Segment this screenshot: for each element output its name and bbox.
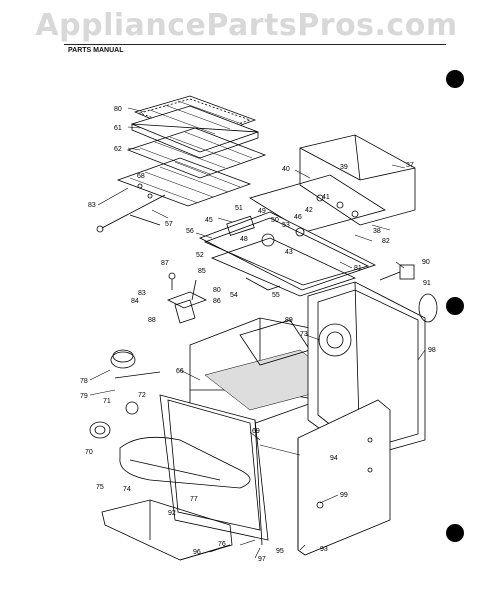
part-label: 70 <box>85 449 93 456</box>
hinge-bracket-parts <box>166 272 208 324</box>
part-label: 66 <box>176 368 184 375</box>
part-label: 83 <box>138 290 146 297</box>
part-label: 87 <box>161 260 169 267</box>
leader-lines <box>89 107 426 559</box>
part-label: 42 <box>305 207 313 214</box>
part-label: 99 <box>340 492 348 499</box>
part-label: 38 <box>373 228 381 235</box>
part-label: 69 <box>252 428 260 435</box>
oven-back-panel <box>307 281 426 459</box>
part-label: 51 <box>235 205 243 212</box>
part-label: 83 <box>88 202 96 209</box>
part-label: 93 <box>320 546 328 553</box>
part-label: 94 <box>330 455 338 462</box>
part-label: 80 <box>213 287 221 294</box>
part-label: 77 <box>190 496 198 503</box>
part-label: 62 <box>114 146 122 153</box>
oven-rack-lower <box>116 157 252 207</box>
part-label: 41 <box>322 194 330 201</box>
part-label: 45 <box>205 217 213 224</box>
part-label: 46 <box>294 214 302 221</box>
part-label: 98 <box>428 347 436 354</box>
part-label: 75 <box>96 484 104 491</box>
part-label: 39 <box>340 164 348 171</box>
header-rule <box>64 44 446 45</box>
part-label: 73 <box>300 331 308 338</box>
part-label: 84 <box>131 298 139 305</box>
part-label: 49 <box>258 208 266 215</box>
part-label: 40 <box>282 166 290 173</box>
part-label: 76 <box>218 541 226 548</box>
part-label: 86 <box>213 298 221 305</box>
broil-drawer-pan <box>101 499 233 561</box>
part-label: 92 <box>168 510 176 517</box>
part-label: 91 <box>423 280 431 287</box>
part-label: 43 <box>285 249 293 256</box>
parts-manual-label: PARTS MANUAL <box>68 47 124 54</box>
part-label: 74 <box>123 486 131 493</box>
part-label: 68 <box>137 173 145 180</box>
part-label: 48 <box>240 236 248 243</box>
oven-front-frame <box>159 394 269 546</box>
bake-element <box>119 436 251 489</box>
part-label: 85 <box>198 268 206 275</box>
part-label: 78 <box>80 378 88 385</box>
part-label: 56 <box>186 228 194 235</box>
watermark-text: AppliancePartsPros.com <box>35 8 458 43</box>
part-label: 96 <box>193 549 201 556</box>
part-label: 55 <box>272 292 280 299</box>
part-label: 57 <box>165 221 173 228</box>
part-label: 80 <box>114 106 122 113</box>
burner-box-frame <box>199 211 377 297</box>
part-label: 89 <box>285 317 293 324</box>
part-label: 97 <box>258 556 266 563</box>
part-label: 81 <box>354 265 362 272</box>
binder-hole-bottom <box>446 524 464 542</box>
broiler-pan-grid <box>130 95 260 159</box>
part-label: 52 <box>196 252 204 259</box>
oven-side-panel <box>297 399 391 556</box>
binder-hole-top <box>446 70 464 88</box>
part-label: 79 <box>80 393 88 400</box>
probe-assembly <box>96 183 166 233</box>
part-label: 54 <box>230 292 238 299</box>
part-label: 88 <box>148 317 156 324</box>
part-label: 90 <box>422 259 430 266</box>
part-label: 53 <box>282 222 290 229</box>
binder-hole-middle <box>446 297 464 315</box>
oven-rack-upper <box>126 127 267 179</box>
part-label: 37 <box>406 162 414 169</box>
thermostat-valve-assembly <box>89 349 161 439</box>
part-label: 95 <box>276 548 284 555</box>
part-label: 61 <box>114 125 122 132</box>
part-label: 71 <box>103 398 111 405</box>
part-label: 72 <box>138 392 146 399</box>
part-label: 50 <box>271 217 279 224</box>
part-number-labels: 80 61 62 68 83 57 40 39 37 41 51 49 50 4… <box>80 106 436 563</box>
part-label: 82 <box>382 238 390 245</box>
door-latch-parts <box>379 264 438 323</box>
